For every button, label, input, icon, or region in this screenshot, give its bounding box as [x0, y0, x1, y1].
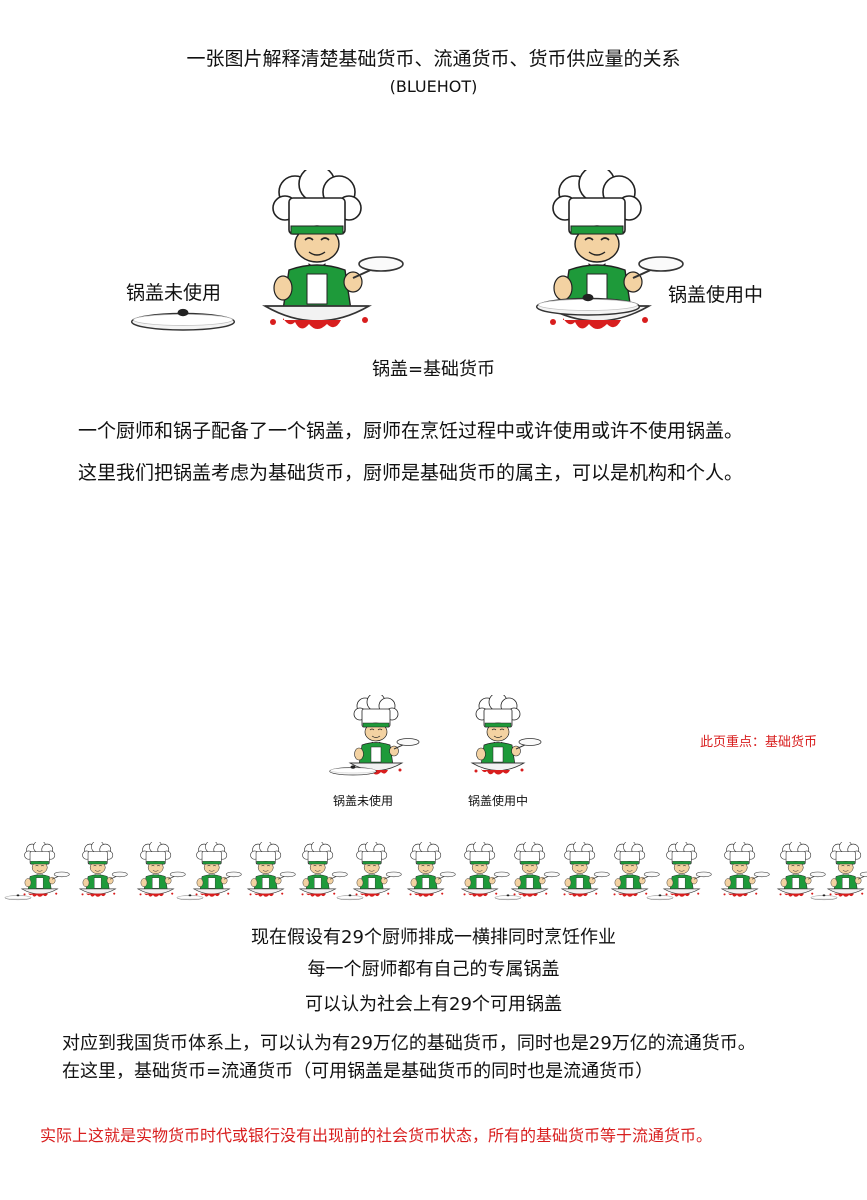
chef-with-unused-lid-illustration: [264, 170, 404, 330]
statement-29-lids: 可以认为社会上有29个可用锅盖: [305, 994, 562, 1015]
row-pot-lid-icon: [646, 894, 674, 901]
row-chef-icon: [407, 842, 456, 898]
small-label-lid-unused: 锅盖未使用: [333, 794, 394, 808]
statement-own-lid: 每一个厨师都有自己的专属锅盖: [307, 959, 560, 980]
row-pot-lid-icon: [810, 894, 838, 901]
equation-lid-equals-base-money: 锅盖=基础货币: [371, 359, 496, 380]
row-chef-icon: [721, 842, 770, 898]
small-label-lid-in-use: 锅盖使用中: [468, 794, 529, 808]
row-pot-lid-icon: [494, 894, 522, 901]
conclusion-note: 实际上这就是实物货币时代或银行没有出现前的社会货币状态，所有的基础货币等于流通货…: [40, 1126, 713, 1145]
paragraph-base-equals-circulating: 在这里，基础货币=流通货币（可用锅盖是基础货币的同时也是流通货币）: [62, 1061, 654, 1082]
pot-lid-unused-icon: [130, 308, 236, 331]
small-chef-used-lid-illustration: [471, 695, 542, 775]
chef-row: [4, 842, 867, 920]
pot-lid-in-use-icon: [535, 293, 641, 316]
row-pot-lid-icon: [336, 894, 364, 901]
page-subtitle: (BLUEHOT): [389, 77, 478, 96]
row-pot-lid-icon: [4, 894, 32, 901]
page-title: 一张图片解释清楚基础货币、流通货币、货币供应量的关系: [186, 48, 681, 70]
statement-29-chefs: 现在假设有29个厨师排成一横排同时烹饪作业: [251, 927, 616, 948]
row-pot-lid-icon: [176, 894, 204, 901]
small-pot-lid-icon: [329, 765, 377, 776]
row-chef-icon: [79, 842, 128, 898]
label-lid-in-use: 锅盖使用中: [668, 284, 764, 306]
focus-note: 此页重点：基础货币: [700, 735, 818, 750]
paragraph-intro-1: 一个厨师和锅子配备了一个锅盖，厨师在烹饪过程中或许使用或许不使用锅盖。: [78, 420, 744, 442]
label-lid-unused: 锅盖未使用: [126, 282, 222, 304]
paragraph-money-system: 对应到我国货币体系上，可以认为有29万亿的基础货币，同时也是29万亿的流通货币。: [62, 1033, 756, 1054]
paragraph-intro-2: 这里我们把锅盖考虑为基础货币，厨师是基础货币的属主，可以是机构和个人。: [78, 462, 744, 484]
chef-with-used-lid-illustration: [544, 170, 684, 330]
